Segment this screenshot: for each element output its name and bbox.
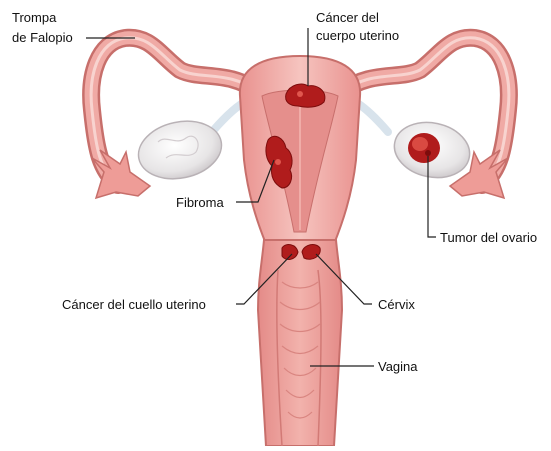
ovarian-tumor: [408, 133, 440, 163]
ovary-left: [133, 114, 227, 186]
label-fibroma: Fibroma: [176, 195, 224, 210]
label-cervix: Cérvix: [378, 297, 415, 312]
label-tumor-ovario: Tumor del ovario: [440, 230, 537, 245]
label-cancer-cuerpo-line1: Cáncer del: [316, 10, 379, 25]
label-trompa-line1: Trompa: [12, 10, 57, 25]
label-cancer-cuerpo-line2: cuerpo uterino: [316, 28, 399, 43]
uterine-body-cancer: [286, 84, 325, 107]
vagina: [258, 240, 342, 446]
label-cancer-cuello: Cáncer del cuello uterino: [62, 297, 206, 312]
label-trompa-line2: de Falopio: [12, 30, 73, 45]
label-vagina: Vagina: [378, 359, 418, 374]
